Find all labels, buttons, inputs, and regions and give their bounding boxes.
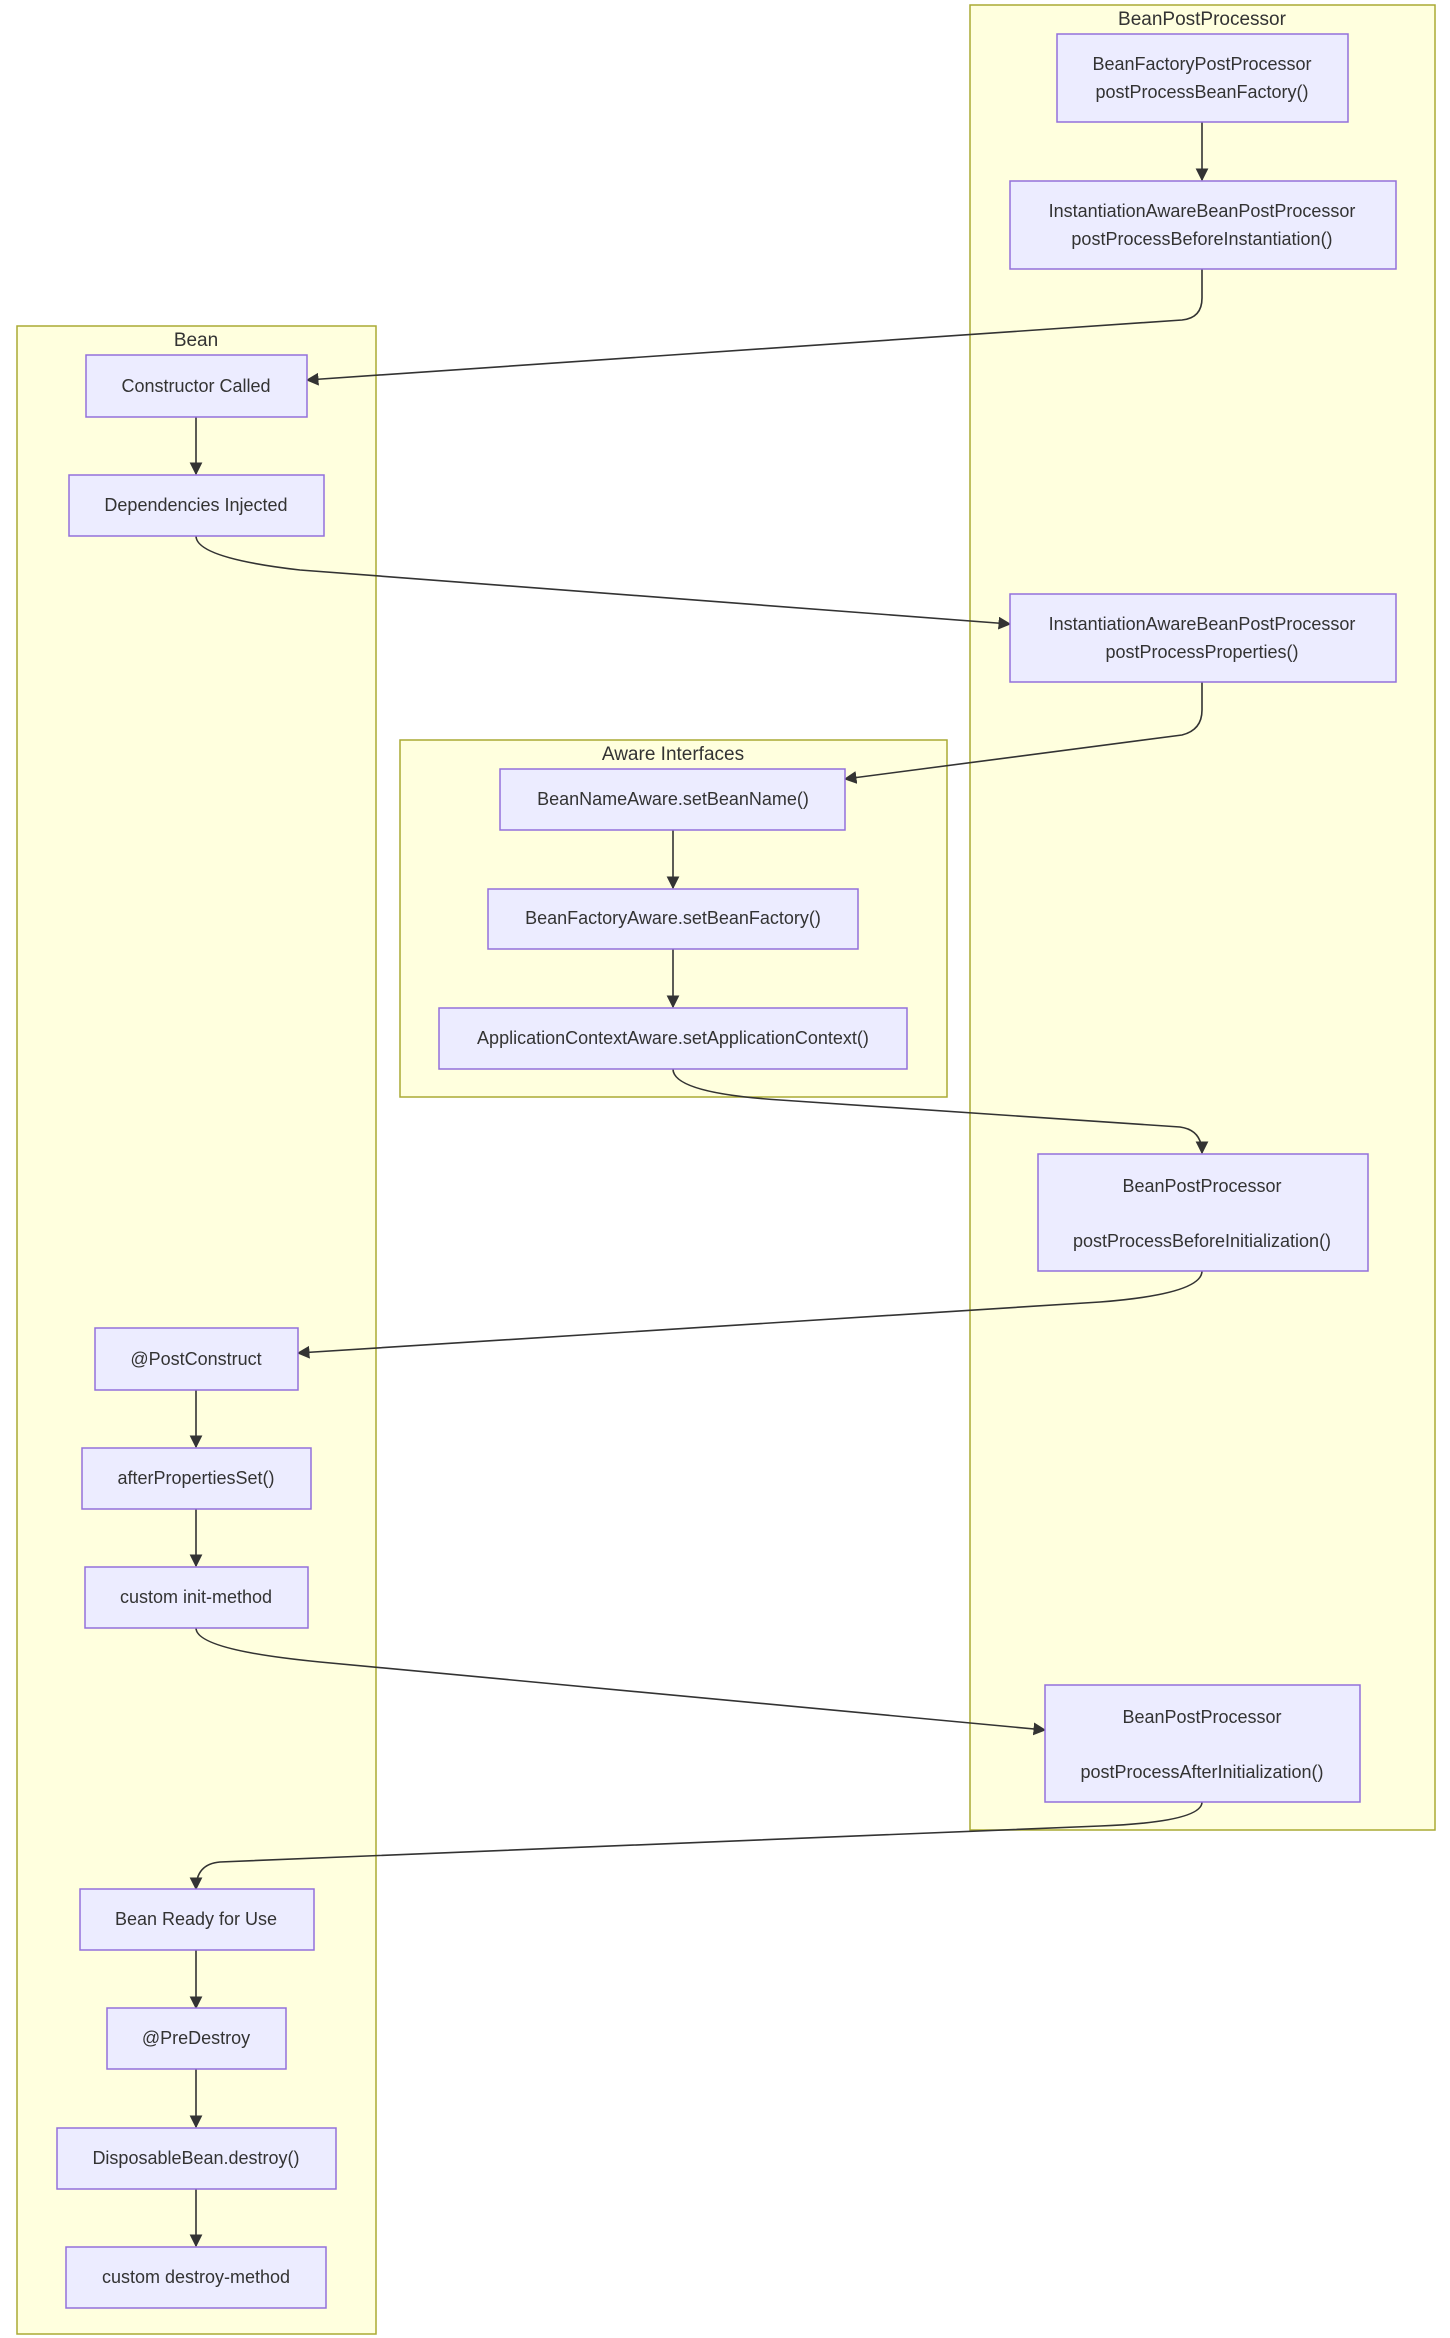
node-label: @PostConstruct — [130, 1349, 261, 1369]
edge-bpp-after-init-to-ready — [189, 1801, 1203, 1891]
node-label: Constructor Called — [121, 376, 270, 396]
edge-iabpp-before-to-constructor — [305, 269, 1203, 386]
node-label: @PreDestroy — [142, 2028, 250, 2048]
node-label-line: postProcessBeforeInitialization() — [1073, 1231, 1331, 1251]
node-bean-factory-aware: BeanFactoryAware.setBeanFactory() — [487, 888, 859, 950]
node-bean-factory-post-processor: BeanFactoryPostProcessor postProcessBean… — [1056, 33, 1349, 123]
node-post-construct: @PostConstruct — [94, 1327, 299, 1391]
node-application-context-aware: ApplicationContextAware.setApplicationCo… — [438, 1007, 908, 1070]
node-label-line: postProcessBeanFactory() — [1095, 82, 1308, 102]
node-label-line: postProcessBeforeInstantiation() — [1071, 229, 1332, 249]
node-label: afterPropertiesSet() — [117, 1468, 274, 1488]
node-label-line: BeanPostProcessor — [1122, 1707, 1281, 1727]
node-label: custom init-method — [120, 1587, 272, 1607]
cluster-title-bean-post-processor: BeanPostProcessor — [1118, 9, 1287, 30]
cluster-title-aware-interfaces: Aware Interfaces — [602, 744, 744, 765]
node-label: DisposableBean.destroy() — [92, 2148, 299, 2168]
node-bpp-before-initialization: BeanPostProcessor postProcessBeforeIniti… — [1037, 1153, 1369, 1272]
node-disposable-bean-destroy: DisposableBean.destroy() — [56, 2127, 337, 2190]
node-pre-destroy: @PreDestroy — [106, 2007, 287, 2070]
node-dependencies-injected: Dependencies Injected — [68, 474, 325, 537]
node-label-line: postProcessAfterInitialization() — [1080, 1762, 1323, 1782]
node-label-line: postProcessProperties() — [1105, 642, 1298, 662]
node-label-line: BeanFactoryPostProcessor — [1092, 54, 1311, 74]
node-label-line: InstantiationAwareBeanPostProcessor — [1049, 614, 1356, 634]
node-label: BeanNameAware.setBeanName() — [537, 789, 809, 809]
node-iabpp-post-process-properties: InstantiationAwareBeanPostProcessor post… — [1009, 593, 1397, 683]
cluster-bean-post-processor: BeanPostProcessor — [969, 4, 1436, 1831]
node-label-line: BeanPostProcessor — [1122, 1176, 1281, 1196]
cluster-title-bean: Bean — [174, 330, 218, 351]
node-after-properties-set: afterPropertiesSet() — [81, 1447, 312, 1510]
node-label: custom destroy-method — [102, 2267, 290, 2287]
node-constructor-called: Constructor Called — [85, 354, 308, 418]
node-label-line: InstantiationAwareBeanPostProcessor — [1049, 201, 1356, 221]
edges — [189, 122, 1209, 2248]
node-bpp-after-initialization: BeanPostProcessor postProcessAfterInitia… — [1044, 1684, 1361, 1803]
edge-deps-to-iabpp-props — [195, 535, 1012, 630]
node-iabpp-before-instantiation: InstantiationAwareBeanPostProcessor post… — [1009, 180, 1397, 270]
node-custom-init-method: custom init-method — [84, 1566, 309, 1629]
node-label: ApplicationContextAware.setApplicationCo… — [477, 1028, 869, 1048]
edge-bpp-before-init-to-post-construct — [296, 1270, 1203, 1359]
edge-init-method-to-bpp-after-init — [195, 1627, 1047, 1736]
node-custom-destroy-method: custom destroy-method — [65, 2246, 327, 2309]
edge-app-ctx-aware-to-bpp-before-init — [672, 1068, 1209, 1155]
edge-iabpp-props-to-bean-name-aware — [843, 682, 1203, 784]
node-bean-ready-for-use: Bean Ready for Use — [79, 1888, 315, 1951]
node-bean-name-aware: BeanNameAware.setBeanName() — [499, 768, 846, 831]
node-label: BeanFactoryAware.setBeanFactory() — [525, 908, 821, 928]
node-label: Bean Ready for Use — [115, 1909, 277, 1929]
node-label: Dependencies Injected — [104, 495, 287, 515]
